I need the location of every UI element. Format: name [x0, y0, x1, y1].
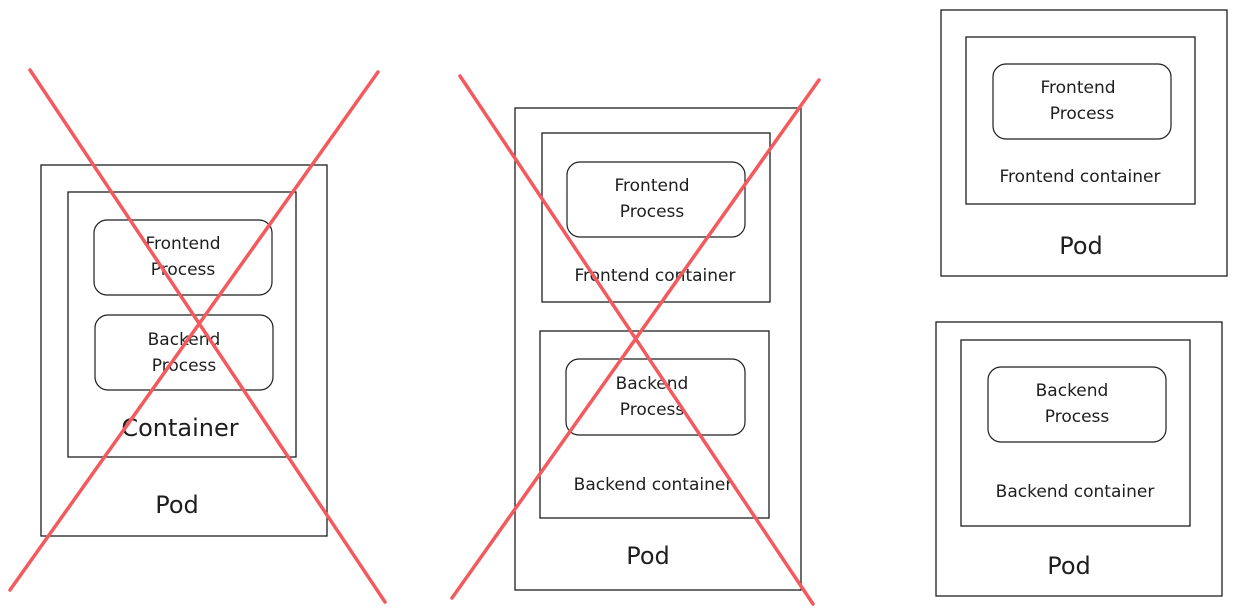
- option2-pod-label: Pod: [626, 542, 670, 570]
- option3-backend-container-box: [960, 339, 1191, 527]
- option2-frontend-process-line2: Process: [620, 202, 685, 222]
- option1-container-box: [67, 191, 297, 458]
- option1-container-label: Container: [121, 414, 238, 442]
- option2-frontend-container-box: [541, 132, 771, 303]
- option1-cross-line-a: [28, 68, 387, 604]
- option3-frontend-process-line2: Process: [1050, 104, 1115, 124]
- option1-backend-process-line2: Process: [152, 356, 217, 376]
- option3-frontend-container-label: Frontend container: [1000, 167, 1161, 187]
- option3-backend-process-box: [987, 366, 1167, 443]
- option3-backend-process-line2: Process: [1045, 407, 1110, 427]
- option2-backend-process-line2: Process: [620, 400, 685, 420]
- option2-backend-process-box: [565, 358, 746, 436]
- option1-cross-line-b: [8, 70, 380, 592]
- option3-frontend-container-box: [965, 36, 1196, 205]
- option1-pod-box: [40, 164, 328, 537]
- option3-frontend-pod-label: Pod: [1059, 232, 1103, 260]
- option3-backend-pod-box: [935, 321, 1223, 597]
- option2-frontend-container-label: Frontend container: [575, 266, 736, 286]
- option3-backend-pod-group: Backend Process Backend container Pod: [935, 321, 1223, 597]
- option2-group: Frontend Process Frontend container Back…: [450, 74, 821, 606]
- option3-backend-process-line1: Backend: [1036, 381, 1109, 401]
- option1-frontend-process-box: [93, 219, 273, 296]
- option3-frontend-process-box: [992, 63, 1172, 140]
- option2-backend-container-label: Backend container: [574, 475, 733, 495]
- option2-backend-container-box: [539, 330, 770, 519]
- option1-group: Frontend Process Backend Process Contain…: [8, 68, 387, 604]
- option3-backend-pod-label: Pod: [1047, 552, 1091, 580]
- option3-frontend-pod-group: Frontend Process Frontend container Pod: [940, 9, 1228, 277]
- option1-backend-process-line1: Backend: [148, 330, 221, 350]
- option2-cross-line-b: [450, 78, 821, 600]
- option2-pod-box: [514, 107, 802, 591]
- option3-backend-container-label: Backend container: [996, 482, 1155, 502]
- option1-frontend-process-line1: Frontend: [145, 234, 220, 254]
- option2-frontend-process-line1: Frontend: [614, 176, 689, 196]
- option3-frontend-pod-box: [940, 9, 1228, 277]
- option3-frontend-process-line1: Frontend: [1040, 78, 1115, 98]
- option1-backend-process-box: [94, 314, 274, 391]
- option2-backend-process-line1: Backend: [616, 374, 689, 394]
- option2-frontend-process-box: [566, 161, 746, 238]
- option1-pod-label: Pod: [155, 491, 199, 519]
